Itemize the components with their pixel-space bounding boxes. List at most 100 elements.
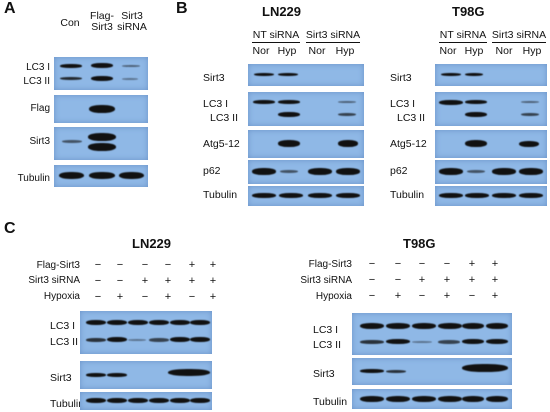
row-label-p62: p62 [390,165,408,177]
treatment-label-sirt3-sirna: Sirt3 siRNA [300,275,352,286]
blot-c-ln229-sirt3 [80,361,212,389]
row-label-tubulin: Tubulin [50,398,85,410]
blot-a-lc3 [54,57,148,90]
cell-title-ln229-b: LN229 [262,4,302,19]
treatment-sign: − [418,290,426,302]
treatment-sign: + [188,259,196,271]
treatment-label-sirt3-sirna: Sirt3 siRNA [28,275,80,286]
treatment-sign: − [116,275,124,287]
treatment-sign: + [491,274,499,286]
treatment-sign: − [141,259,149,271]
treatment-sign: − [94,259,102,271]
treatment-sign: + [209,291,217,303]
blot-b-t98g-p62 [435,160,547,184]
blot-b-t98g-sirt3 [435,64,547,86]
row-label-lc3-i: LC3 I [390,98,416,110]
lane-label-con: Con [60,17,80,29]
blot-a-sirt3 [54,127,148,160]
cond-hyp-1: Hyp [277,45,297,57]
blot-c-t98g-sirt3 [352,358,512,385]
row-label-lc3-i: LC3 I [203,98,229,110]
blot-b-ln229-lc3 [248,92,364,126]
cond-nor-1: Nor [252,45,270,57]
group-nt-sirna: NT siRNA [439,29,487,41]
row-label-tubulin: Tubulin [390,189,425,201]
treatment-sign: + [468,258,476,270]
row-label-lc3-ii: LC3 II [313,339,342,351]
row-label-tubulin: Tubulin [313,396,348,408]
treatment-sign: + [141,275,149,287]
treatment-sign: − [94,291,102,303]
lane-label-sirt3-sirna: Sirt3 siRNA [117,10,147,33]
row-label-sirt3: Sirt3 [203,72,225,84]
treatment-sign: − [418,258,426,270]
blot-a-flag [54,95,148,123]
row-label-sirt3: Sirt3 [390,72,412,84]
row-label-tubulin: Tubulin [17,173,50,184]
treatment-label-flag-sirt3: Flag-Sirt3 [308,259,352,270]
cond-nor-1: Nor [439,45,457,57]
treatment-sign: + [418,274,426,286]
blot-b-ln229-atg5 [248,130,364,158]
treatment-sign: + [443,290,451,302]
row-label-lc3-i: LC3 I [313,324,339,336]
cond-hyp-1: Hyp [464,45,484,57]
group-sirt3-sirna: Sirt3 siRNA [491,29,547,41]
cond-hyp-2: Hyp [335,45,355,57]
treatment-sign: − [368,274,376,286]
treatment-sign: + [394,290,402,302]
blot-c-t98g-lc3 [352,313,512,355]
row-label-sirt3: Sirt3 [29,136,50,147]
row-label-lc3-ii: LC3 II [50,336,79,348]
row-label-sirt3: Sirt3 [313,368,335,380]
treatment-sign: + [209,275,217,287]
blot-b-t98g-tubulin [435,186,547,206]
treatment-sign: + [468,274,476,286]
row-label-lc3-i: LC3 I [26,62,50,73]
treatment-sign: − [188,291,196,303]
row-label-atg5-12: Atg5-12 [203,138,240,150]
treatment-sign: − [164,259,172,271]
blot-c-ln229-tubulin [80,392,212,410]
treatment-sign: + [491,290,499,302]
cell-title-t98g-b: T98G [452,4,485,19]
row-label-lc3-ii: LC3 II [23,76,50,87]
blot-b-ln229-p62 [248,160,364,184]
treatment-sign: + [443,274,451,286]
treatment-sign: + [209,259,217,271]
treatment-sign: − [94,275,102,287]
treatment-sign: − [443,258,451,270]
treatment-sign: + [491,258,499,270]
treatment-sign: − [394,274,402,286]
panel-label-a: A [4,0,16,17]
blot-b-ln229-sirt3 [248,64,364,86]
cond-nor-2: Nor [308,45,326,57]
cond-nor-2: Nor [495,45,513,57]
treatment-sign: − [368,290,376,302]
group-sirt3-sirna: Sirt3 siRNA [305,29,361,41]
treatment-label-hypoxia: Hypoxia [43,291,80,302]
blot-b-t98g-lc3 [435,92,547,126]
blot-b-ln229-tubulin [248,186,364,206]
row-label-atg5-12: Atg5-12 [390,138,427,150]
cond-hyp-2: Hyp [522,45,542,57]
treatment-sign: − [394,258,402,270]
treatment-sign: − [116,259,124,271]
row-label-p62: p62 [203,165,221,177]
treatment-sign: − [141,291,149,303]
treatment-sign: + [164,275,172,287]
blot-c-t98g-tubulin [352,389,512,409]
blot-a-tubulin [54,165,148,187]
treatment-sign: + [116,291,124,303]
row-label-sirt3: Sirt3 [50,372,72,384]
treatment-sign: + [164,291,172,303]
row-label-tubulin: Tubulin [203,189,238,201]
group-nt-sirna: NT siRNA [252,29,300,41]
treatment-sign: + [188,275,196,287]
row-label-flag: Flag [30,103,50,114]
lane-label-flag-sirt3: Flag- Sirt3 [90,10,114,33]
treatment-sign: − [368,258,376,270]
blot-c-ln229-lc3 [80,311,212,354]
row-label-lc3-ii: LC3 II [210,112,239,124]
panel-label-b: B [176,0,188,17]
